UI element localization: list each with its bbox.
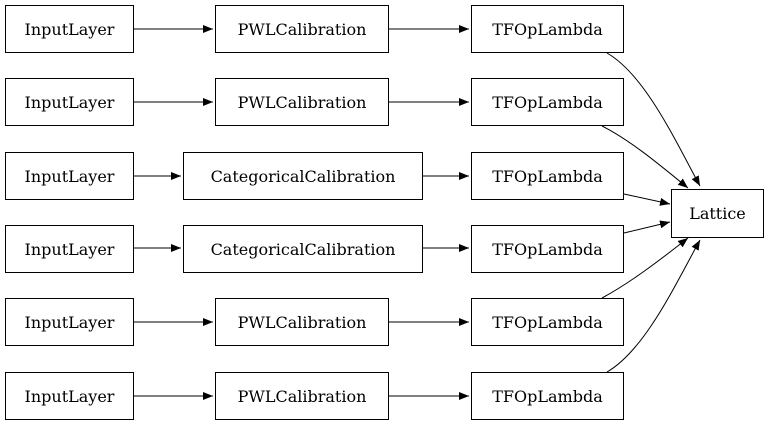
calibration-node-1[interactable]: PWLCalibration [215, 5, 389, 53]
edge-op-to-lattice-6 [606, 239, 701, 373]
input-layer-node-6[interactable]: InputLayer [5, 372, 134, 420]
calibration-node-2[interactable]: PWLCalibration [215, 78, 389, 126]
tfoplambda-node-3[interactable]: TFOpLambda [471, 152, 624, 200]
tfoplambda-node-5[interactable]: TFOpLambda [471, 298, 624, 346]
edge-op-to-lattice-2 [601, 125, 689, 189]
calibration-node-4[interactable]: CategoricalCalibration [183, 225, 423, 273]
edge-op-to-lattice-5 [601, 237, 689, 299]
calibration-node-5[interactable]: PWLCalibration [215, 298, 389, 346]
lattice-node[interactable]: Lattice [671, 189, 764, 238]
tfoplambda-node-6[interactable]: TFOpLambda [471, 372, 624, 420]
input-layer-node-3[interactable]: InputLayer [5, 152, 134, 200]
input-layer-node-1[interactable]: InputLayer [5, 5, 134, 53]
edge-op-to-lattice-4 [623, 220, 671, 234]
calibration-node-3[interactable]: CategoricalCalibration [183, 152, 423, 200]
input-layer-node-2[interactable]: InputLayer [5, 78, 134, 126]
input-layer-node-5[interactable]: InputLayer [5, 298, 134, 346]
tfoplambda-node-1[interactable]: TFOpLambda [471, 5, 624, 53]
edge-op-to-lattice-3 [623, 193, 671, 206]
calibration-node-6[interactable]: PWLCalibration [215, 372, 389, 420]
tfoplambda-node-4[interactable]: TFOpLambda [471, 225, 624, 273]
input-layer-node-4[interactable]: InputLayer [5, 225, 134, 273]
tfoplambda-node-2[interactable]: TFOpLambda [471, 78, 624, 126]
edge-op-to-lattice-1 [606, 52, 701, 187]
